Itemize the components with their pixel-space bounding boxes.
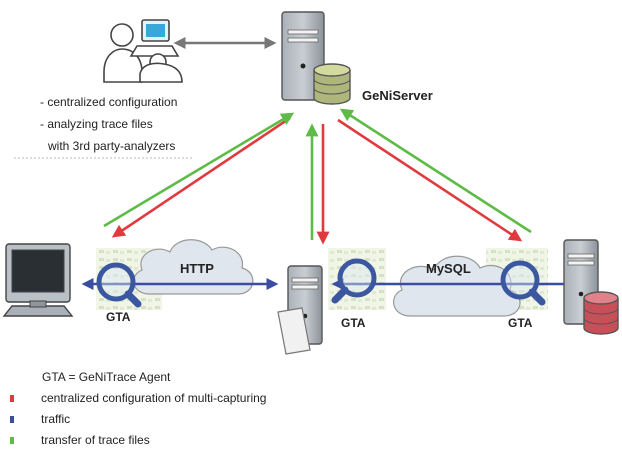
transfer-arrow-right [339, 108, 532, 234]
geniserver-label: GeNiServer [362, 88, 433, 103]
document-icon [277, 307, 311, 355]
legend-label-config: centralized configuration of multi-captu… [41, 391, 267, 405]
http-label: HTTP [180, 261, 214, 276]
legend-swatch-red [10, 394, 14, 402]
legend-item-transfer: transfer of trace files [10, 433, 150, 447]
gta-label-center: GTA [341, 316, 366, 330]
legend-swatch-green [10, 436, 14, 444]
magnifier-icon-center [331, 258, 377, 304]
admin-note-configuration: - centralized configuration [40, 95, 178, 109]
legend-item-config: centralized configuration of multi-captu… [10, 391, 266, 405]
admin-note-analyzing: - analyzing trace files [40, 117, 153, 131]
transfer-arrow-left [103, 112, 295, 228]
mysql-label: MySQL [426, 261, 471, 276]
legend-label-transfer: transfer of trace files [41, 433, 150, 447]
legend-item-traffic: traffic [10, 412, 70, 426]
database-icon-right [583, 291, 619, 335]
admin-user-computer-icon [103, 19, 183, 83]
workstation-icon [2, 243, 74, 317]
magnifier-icon-right [500, 260, 546, 306]
legend-label-traffic: traffic [41, 412, 71, 426]
gta-label-right: GTA [508, 316, 533, 330]
config-arrow-right [337, 118, 523, 242]
admin-note-analyzers: with 3rd party-analyzers [48, 139, 176, 153]
config-arrow-left [111, 116, 291, 238]
legend-definition: GTA = GeNiTrace Agent [42, 370, 171, 384]
database-icon [313, 63, 351, 105]
legend-swatch-blue [10, 415, 14, 423]
gta-label-left: GTA [106, 310, 131, 324]
magnifier-icon-left [96, 262, 142, 308]
